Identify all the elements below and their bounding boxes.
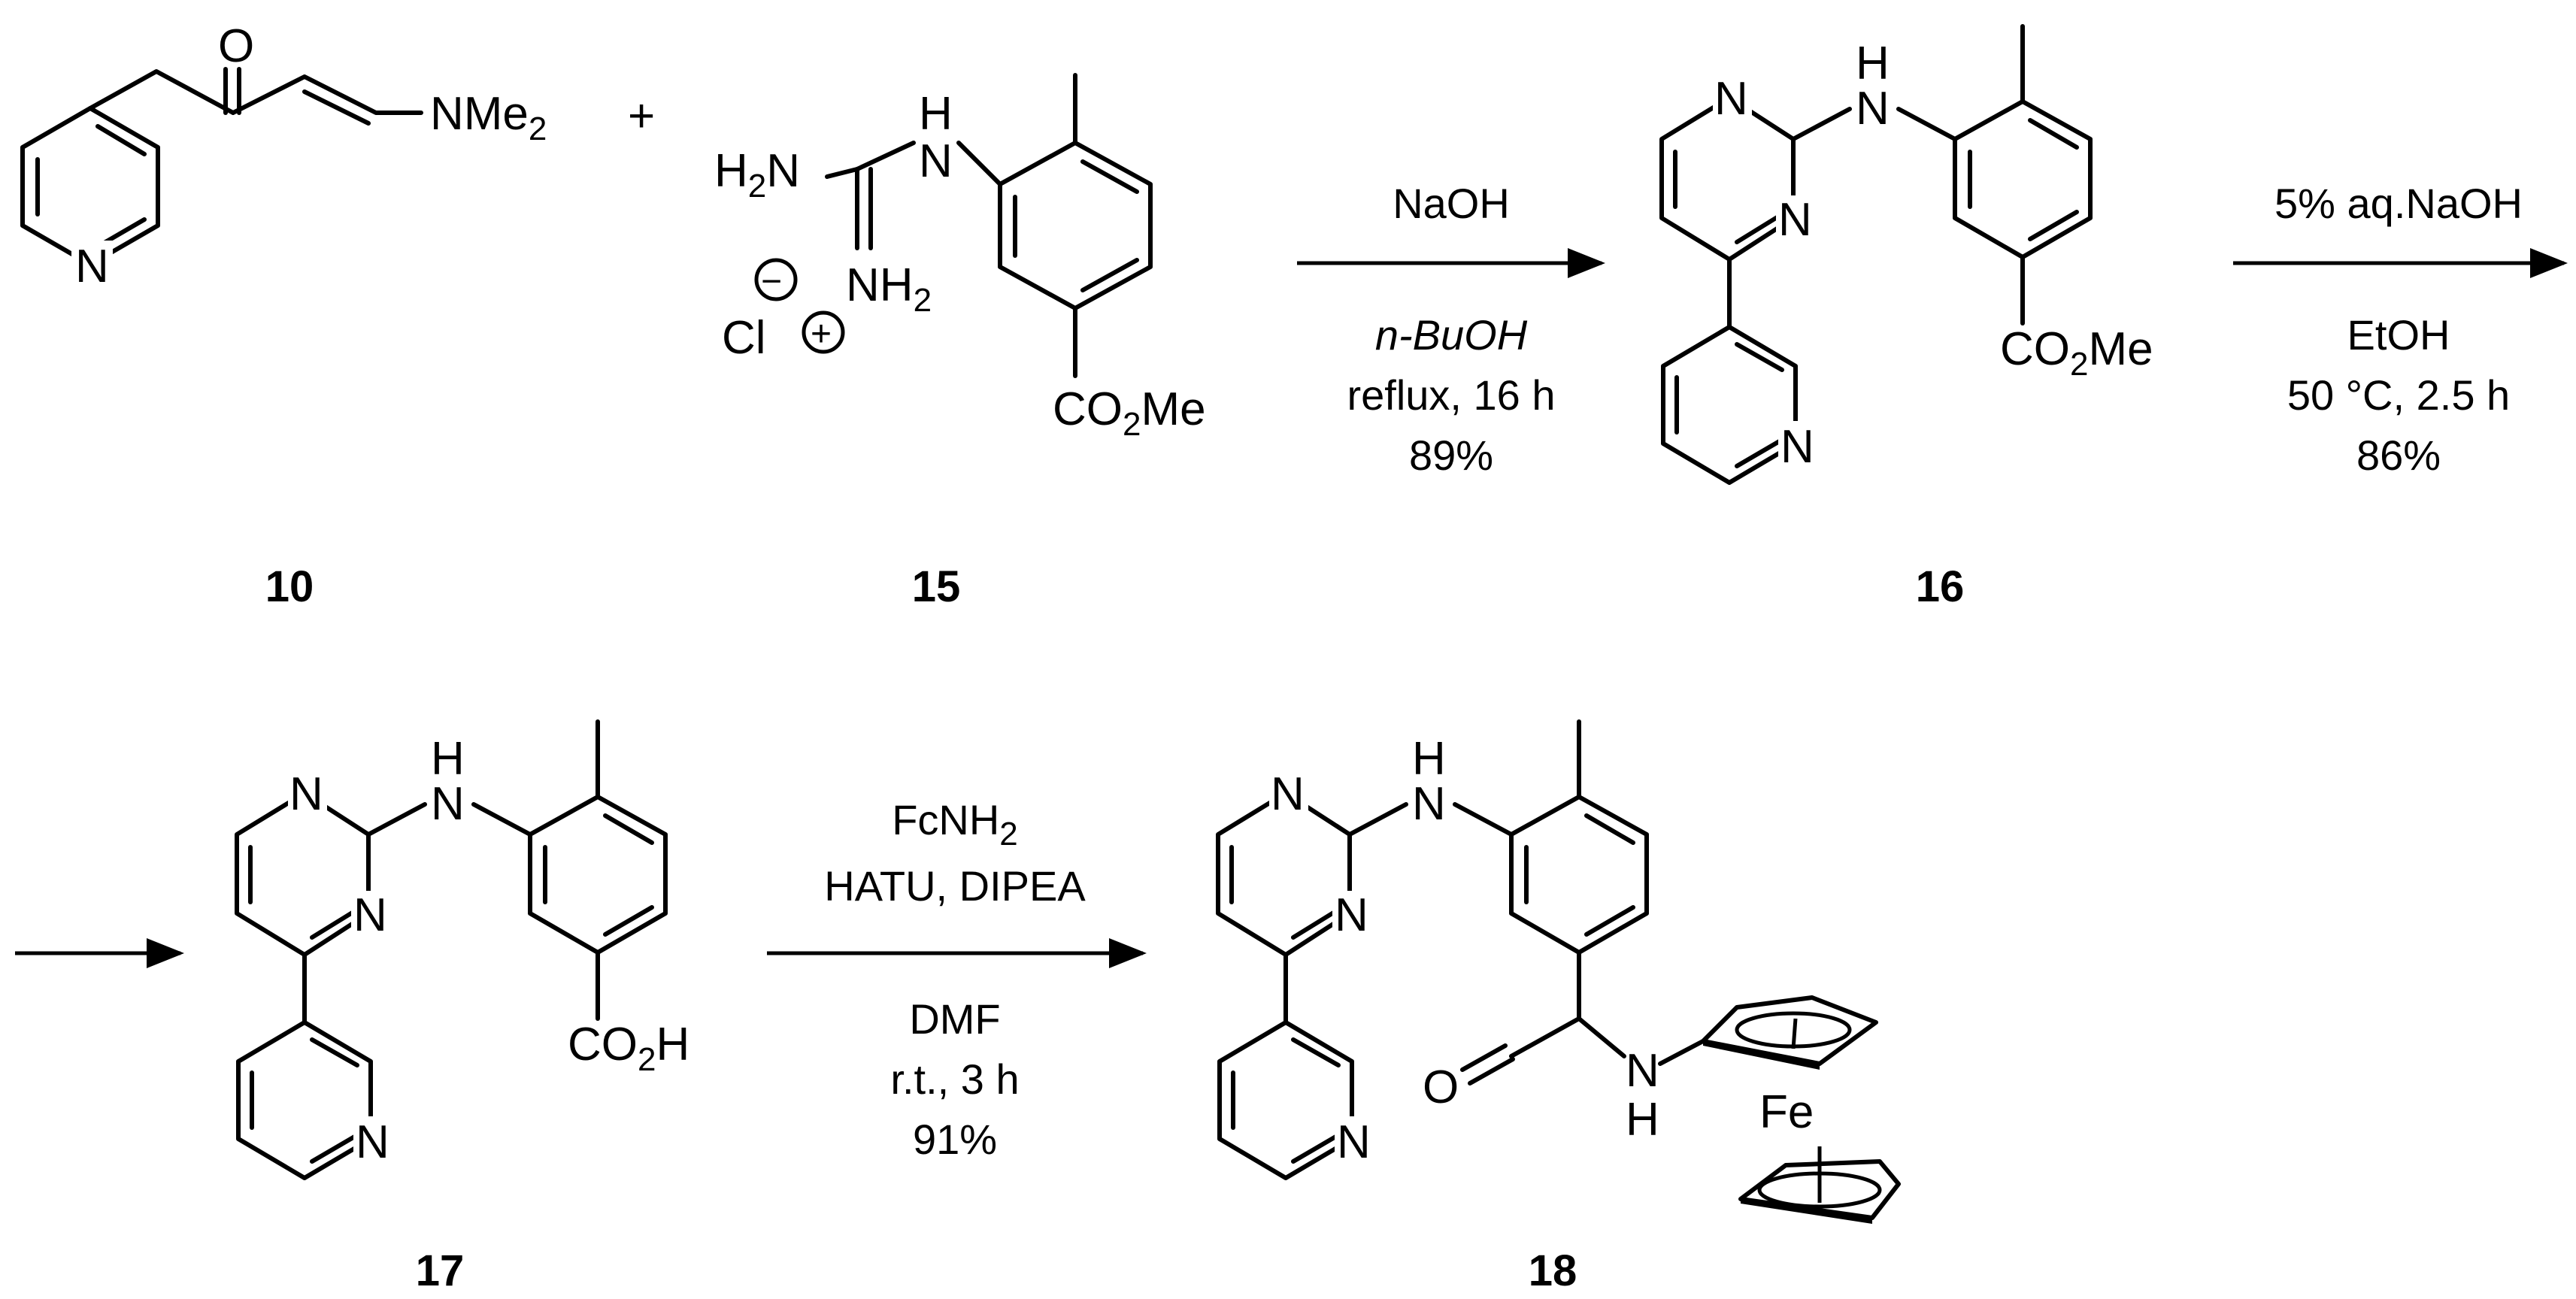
iron-label: Fe (1759, 1086, 1814, 1138)
reaction-1-reagent: NaOH (1393, 180, 1510, 227)
amine-h-label: H (1856, 38, 1890, 89)
carbonyl-oxygen-label: O (218, 20, 254, 72)
compound-17-structure: N N N H N CO2H (237, 722, 689, 1178)
reaction-1-yield: 89% (1409, 431, 1493, 479)
chloride-charge-minus: − (761, 262, 782, 301)
compound-10-label: 10 (265, 562, 314, 611)
plus-sign: + (628, 90, 655, 142)
pyrimidine-n1-label: N (1271, 768, 1305, 820)
pyridine-n-label: N (1780, 421, 1814, 473)
compound-18-structure: N N N H N O N H Fe (1218, 722, 1901, 1224)
pyrimidine-n3-label: N (353, 889, 387, 941)
compound-16-label: 16 (1916, 562, 1965, 611)
ferrocene-upper-cp (1701, 995, 1878, 1070)
compound-15-label: 15 (912, 562, 961, 611)
pyridine-nitrogen-label: N (75, 241, 109, 292)
pyrimidine-n1-label: N (289, 768, 323, 820)
reaction-3-coupling: HATU, DIPEA (824, 862, 1086, 910)
pyridine-n-label: N (1337, 1116, 1371, 1168)
compound-18-label: 18 (1529, 1246, 1577, 1295)
amide-n-label: N (1626, 1045, 1659, 1097)
h2n-label: H2N (714, 145, 800, 204)
reaction-2-yield: 86% (2356, 431, 2441, 479)
co2me-label-15: CO2Me (1053, 383, 1206, 443)
pyridine-n-label: N (356, 1116, 389, 1168)
nh-n-label: N (919, 135, 953, 187)
nme2-label: NMe2 (430, 88, 547, 147)
amine-h-label: H (1412, 733, 1446, 785)
amine-n-label: N (1856, 83, 1890, 135)
amide-h-label: H (1626, 1094, 1659, 1146)
nh-h-label: H (919, 88, 953, 140)
reaction-2-solvent: EtOH (2347, 311, 2450, 359)
reaction-3-yield: 91% (913, 1116, 997, 1163)
compound-10-structure: N O NMe2 (20, 20, 547, 292)
reaction-3-reagent: FcNH2 (892, 796, 1018, 852)
ferrocene-lower-cp (1738, 1146, 1901, 1224)
compound-16-structure: N N N H N CO2Me (1662, 26, 2153, 483)
amide-oxygen-label: O (1423, 1061, 1459, 1113)
compound-17-label: 17 (416, 1246, 465, 1295)
nh2-plus-label: NH2 (846, 259, 932, 319)
guanidinium-charge-plus: + (811, 314, 832, 354)
co2h-label-17: CO2H (568, 1019, 689, 1078)
amine-n-label: N (1412, 778, 1446, 830)
chloride-label: Cl (722, 312, 766, 364)
co2me-label-16: CO2Me (2000, 323, 2153, 383)
reaction-2-conditions: 50 °C, 2.5 h (2287, 371, 2510, 419)
reaction-3-conditions: r.t., 3 h (890, 1055, 1019, 1103)
reaction-2-reagent: 5% aq.NaOH (2274, 180, 2523, 227)
pyrimidine-n1-label: N (1714, 73, 1748, 125)
pyrimidine-n3-label: N (1335, 889, 1368, 941)
reaction-3-solvent: DMF (909, 995, 1000, 1043)
reaction-1-solvent: n-BuOH (1375, 311, 1528, 359)
amine-n-label: N (431, 778, 465, 830)
reaction-1-conditions: reflux, 16 h (1347, 371, 1555, 419)
amine-h-label: H (431, 733, 465, 785)
compound-15-structure: H2N H N NH2 − Cl + CO2Me (714, 73, 1206, 443)
pyrimidine-n3-label: N (1778, 194, 1812, 246)
